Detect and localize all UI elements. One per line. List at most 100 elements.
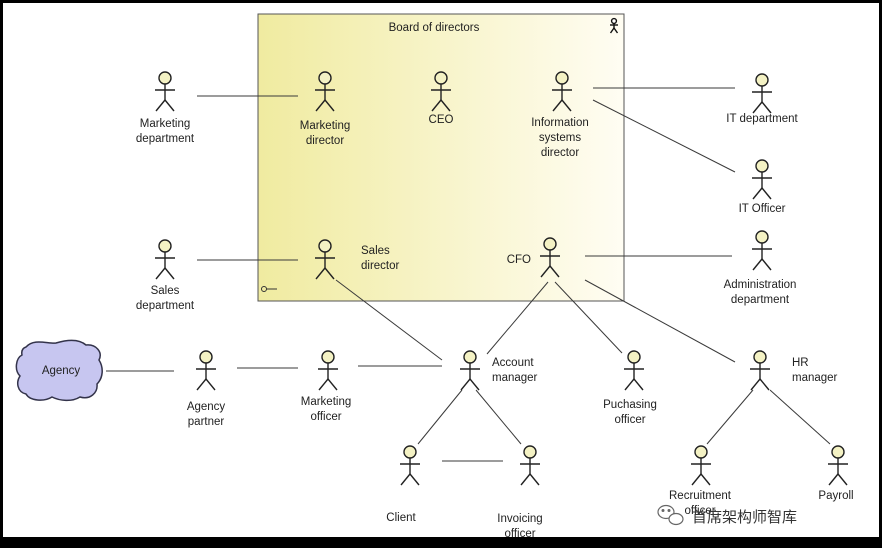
watermark-text: 首席架构师智库 (692, 508, 797, 526)
agency-cloud[interactable]: Agency (15, 339, 103, 402)
stick-figure-icon (752, 159, 772, 200)
board-of-directors-boundary[interactable]: Board of directors (257, 13, 625, 302)
stick-figure-icon (750, 350, 770, 391)
actor-label: Marketing officer (301, 396, 352, 423)
actor-label-line: director (541, 147, 580, 159)
actor-label-line: Invoicing (497, 513, 542, 525)
watermark: 首席架构师智库 (657, 504, 797, 526)
actor-label: Marketing department (136, 118, 195, 145)
stick-figure-icon (431, 71, 451, 112)
actor-marketing-department[interactable]: Marketing department (136, 71, 195, 145)
actor-label-line: Marketing (300, 120, 351, 132)
actor-account-manager[interactable]: Account manager (460, 350, 538, 391)
actor-label: CEO (429, 114, 454, 126)
association-line (417, 389, 463, 445)
association-line (592, 99, 736, 173)
stick-figure-icon (460, 350, 480, 391)
actor-purchasing-officer[interactable]: Puchasing officer (603, 350, 657, 426)
actor-label-line: Sales (361, 245, 390, 257)
stick-figure-icon (752, 230, 772, 271)
agency-label: Agency (42, 365, 81, 377)
actor-label-line: officer (310, 411, 341, 423)
association-line (769, 389, 831, 445)
actor-hr-manager[interactable]: HR manager (750, 350, 838, 391)
actor-label-line: partner (188, 416, 225, 428)
actor-label-line: IT Officer (739, 203, 786, 215)
stick-figure-icon (315, 239, 335, 280)
actor-agency-partner[interactable]: Agency partner (187, 350, 226, 428)
actor-label: Administration department (724, 279, 797, 306)
stick-figure-icon (196, 350, 216, 391)
actor-label-line: Marketing (301, 396, 352, 408)
actor-label: CFO (507, 254, 531, 266)
actor-label-line: Sales (151, 285, 180, 297)
stick-figure-icon (318, 350, 338, 391)
association-line (475, 389, 522, 445)
association-line (706, 389, 754, 445)
actor-label-line: Payroll (818, 490, 853, 502)
actor-marketing-director[interactable]: Marketing director (300, 71, 351, 147)
actor-cfo[interactable]: CFO (507, 237, 560, 278)
actor-it-officer[interactable]: IT Officer (739, 159, 786, 215)
actor-label-line: Recruitment (669, 490, 732, 502)
actor-label-line: CEO (429, 114, 454, 126)
actor-label: HR manager (792, 357, 838, 384)
stick-figure-icon (624, 350, 644, 391)
actor-it-department[interactable]: IT department (726, 73, 798, 125)
actor-label-line: manager (492, 372, 538, 384)
stick-figure-icon (520, 445, 540, 486)
actor-label: Puchasing officer (603, 399, 657, 426)
actor-label: Sales director (361, 245, 400, 272)
actor-label: Account manager (492, 357, 538, 384)
actor-label-line: Puchasing (603, 399, 657, 411)
actor-label-line: Administration (724, 279, 797, 291)
association-line (554, 281, 623, 354)
association-lines (106, 87, 831, 462)
actor-label-line: Agency (187, 401, 226, 413)
actor-ceo[interactable]: CEO (429, 71, 454, 126)
actor-label-line: officer (614, 414, 645, 426)
stick-figure-icon (315, 71, 335, 112)
actor-label-line: HR (792, 357, 809, 369)
actor-label-line: director (306, 135, 345, 147)
board-title: Board of directors (389, 22, 480, 34)
key-icon (261, 286, 277, 292)
actor-label: Client (386, 512, 416, 524)
actor-sales-director[interactable]: Sales director (315, 239, 400, 280)
actor-label-line: Client (386, 512, 416, 524)
actor-label-line: Account (492, 357, 534, 369)
actor-label-line: department (136, 133, 195, 145)
actor-label-line: manager (792, 372, 838, 384)
actor-label-line: Marketing (140, 118, 191, 130)
stick-figure-icon (691, 445, 711, 486)
actor-payroll[interactable]: Payroll (818, 445, 854, 502)
actor-label-line: department (136, 300, 195, 312)
actor-label-line: department (731, 294, 790, 306)
stick-figure-icon (540, 237, 560, 278)
actor-label: Payroll (818, 490, 853, 502)
stick-figure-icon (400, 445, 420, 486)
actor-label-line: CFO (507, 254, 531, 266)
actor-label-line: Information (531, 117, 589, 129)
actor-label-line: IT department (726, 113, 798, 125)
actor-label: Invoicing officer (497, 513, 542, 540)
association-line (486, 281, 549, 355)
actor-label-line: officer (504, 528, 535, 540)
actor-label: IT department (726, 113, 798, 125)
actor-client[interactable]: Client (386, 445, 420, 524)
stick-figure-icon (155, 71, 175, 112)
actor-administration-department[interactable]: Administration department (724, 230, 797, 306)
actor-label: IT Officer (739, 203, 786, 215)
actor-label: Agency partner (187, 401, 226, 428)
actor-marketing-officer[interactable]: Marketing officer (301, 350, 352, 423)
association-line (584, 279, 736, 363)
stick-figure-icon (155, 239, 175, 280)
actor-sales-department[interactable]: Sales department (136, 239, 195, 312)
actor-label-line: director (361, 260, 400, 272)
actor-invoicing-officer[interactable]: Invoicing officer (497, 445, 543, 540)
